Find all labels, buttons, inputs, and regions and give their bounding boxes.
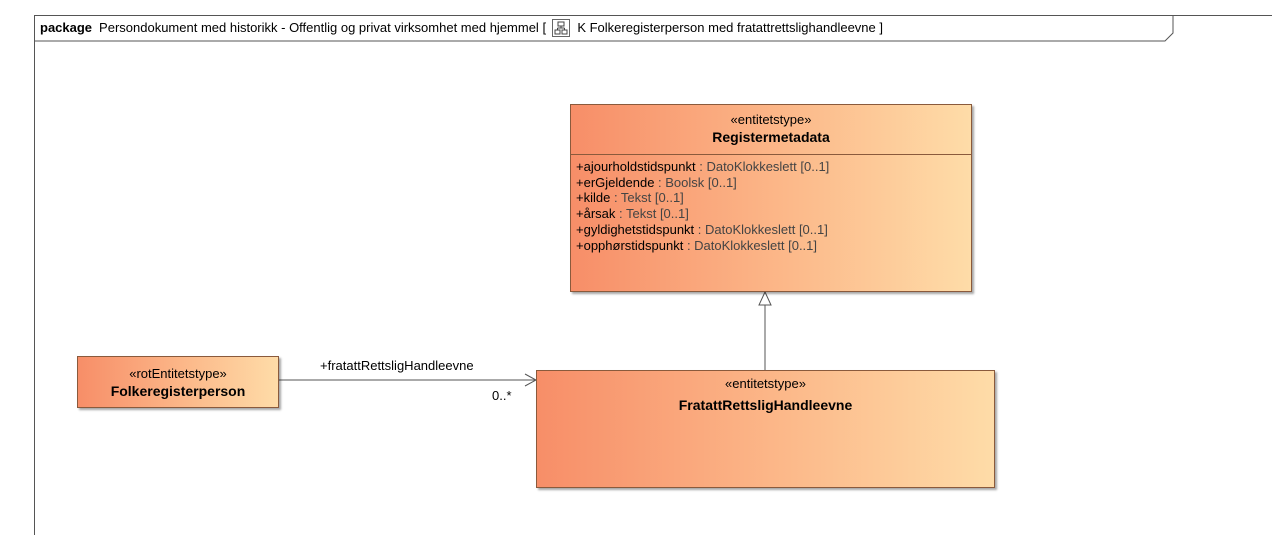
attribute-name: +kilde <box>576 190 611 206</box>
attribute-type: : Tekst [0..1] <box>615 206 689 222</box>
attribute-type: : DatoKlokkeslett [0..1] <box>683 237 818 253</box>
class-folkeregisterperson[interactable]: «rotEntitetstype» Folkeregisterperson <box>77 356 279 408</box>
attribute-type: : Tekst [0..1] <box>610 190 684 206</box>
generalization-arrowhead <box>758 290 772 306</box>
attribute-row: +opphørstidspunkt : DatoKlokkeslett [0..… <box>576 238 971 254</box>
class-name: Folkeregisterperson <box>110 383 246 399</box>
frame-keyword: package <box>40 20 93 35</box>
attribute-list: +ajourholdstidspunkt : DatoKlokkeslett [… <box>571 155 971 253</box>
frame-open-bracket: [ <box>542 20 547 35</box>
attribute-row: +årsak : Tekst [0..1] <box>576 206 971 222</box>
class-stereotype: «rotEntitetstype» <box>129 366 227 381</box>
class-name: FratattRettsligHandleevne <box>678 397 853 413</box>
frame-close-bracket: ] <box>879 20 884 35</box>
class-fratattrettslighandleevne[interactable]: «entitetstype» FratattRettsligHandleevne <box>536 370 995 488</box>
attribute-name: +gyldighetstidspunkt <box>576 221 695 237</box>
class-divider <box>571 154 971 155</box>
attribute-name: +årsak <box>576 206 616 222</box>
attribute-type: : DatoKlokkeslett [0..1] <box>695 159 830 174</box>
association-multiplicity-label: 0..* <box>492 388 512 403</box>
class-stereotype: «entitetstype» <box>730 112 812 127</box>
attribute-name: +erGjeldende <box>576 174 655 190</box>
attribute-name: +opphørstidspunkt <box>576 237 684 253</box>
attribute-row: +gyldighetstidspunkt : DatoKlokkeslett [… <box>576 222 971 238</box>
attribute-type: : Boolsk [0..1] <box>654 174 737 190</box>
class-stereotype: «entitetstype» <box>725 376 806 391</box>
attribute-row: +kilde : Tekst [0..1] <box>576 190 971 206</box>
association-role-label: +fratattRettsligHandleevne <box>320 358 474 373</box>
frame-label: package Persondokument med historikk - Of… <box>34 15 883 41</box>
attribute-name: +ajourholdstidspunkt <box>576 159 696 174</box>
frame-title: Persondokument med historikk - Offentlig… <box>99 20 539 35</box>
attribute-row: +ajourholdstidspunkt : DatoKlokkeslett [… <box>576 159 971 175</box>
diagram-icon <box>551 19 570 37</box>
attribute-row: +erGjeldende : Boolsk [0..1] <box>576 175 971 191</box>
attribute-type: : DatoKlokkeslett [0..1] <box>694 221 828 237</box>
class-name: Registermetadata <box>712 129 830 145</box>
frame-diagram-name: K Folkeregisterperson med fratattrettsli… <box>577 20 876 35</box>
class-registermetadata[interactable]: «entitetstype» Registermetadata +ajourho… <box>570 104 972 292</box>
